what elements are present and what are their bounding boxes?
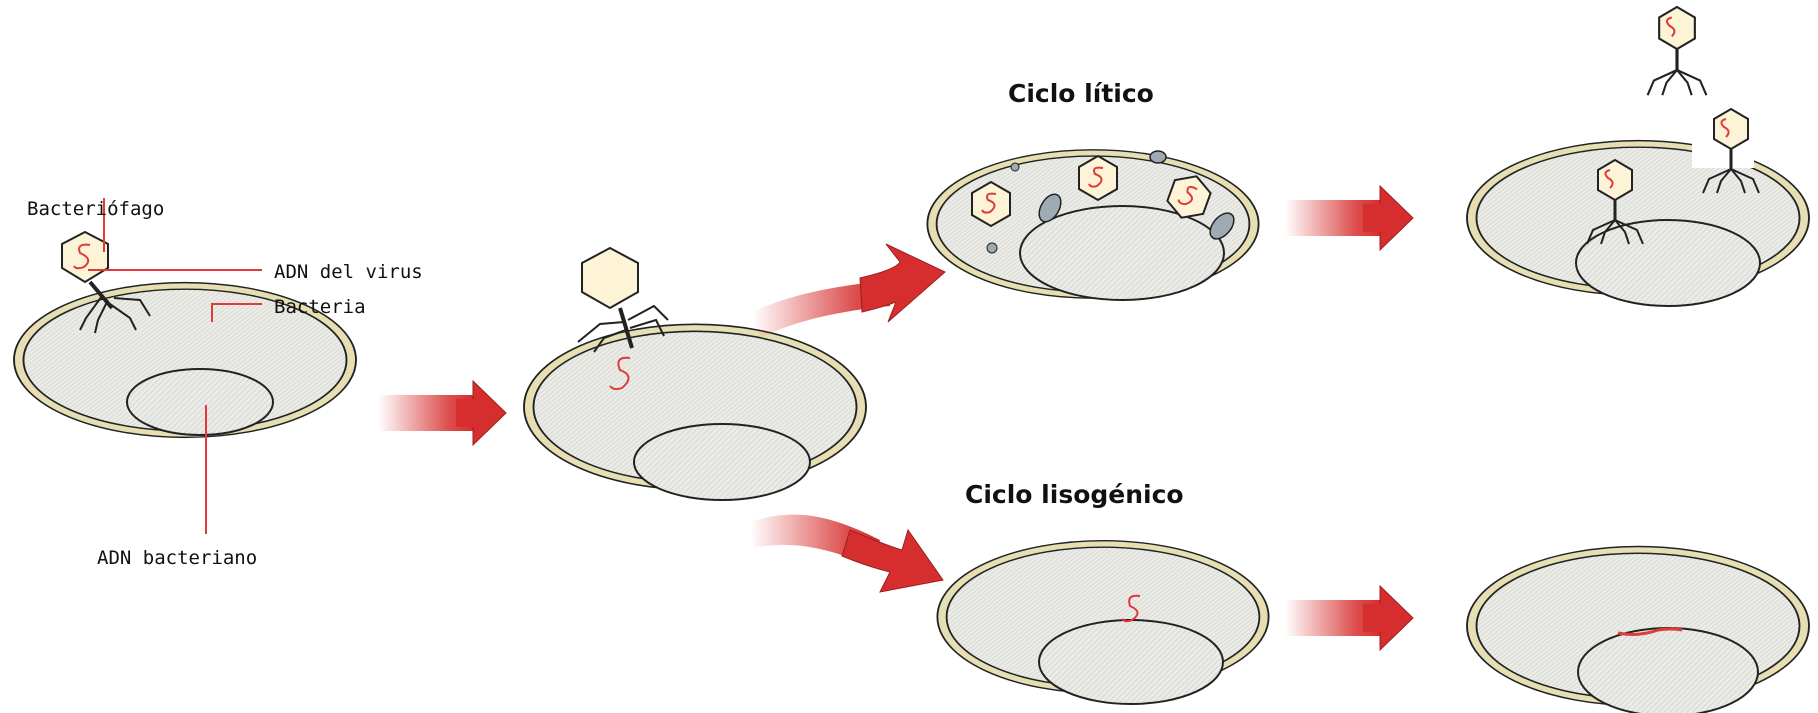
arrow-lysis	[1285, 186, 1413, 250]
title-lytic-cycle: Ciclo lítico	[1008, 79, 1154, 108]
label-viral-dna: ADN del virus	[274, 261, 423, 283]
title-lysogenic-cycle: Ciclo lisogénico	[965, 480, 1184, 509]
arrow-to-lysogenic	[750, 515, 943, 592]
lytic-replication-cell	[927, 150, 1258, 300]
label-bacteriophage: Bacteriófago	[27, 198, 164, 220]
label-bacterium: Bacteria	[274, 296, 366, 318]
lysogenic-cell-viral-dna	[937, 541, 1268, 704]
arrow-infection	[378, 381, 506, 445]
bacterial-dna-nucleoid	[127, 369, 273, 435]
arrow-integration	[1285, 586, 1413, 650]
lysed-bacterium	[1467, 140, 1809, 306]
label-bacterial-dna: ADN bacteriano	[97, 547, 257, 569]
arrow-to-lytic	[752, 244, 945, 338]
infected-bacterium	[524, 324, 866, 500]
lysogenic-cell-integrated	[1467, 547, 1809, 713]
